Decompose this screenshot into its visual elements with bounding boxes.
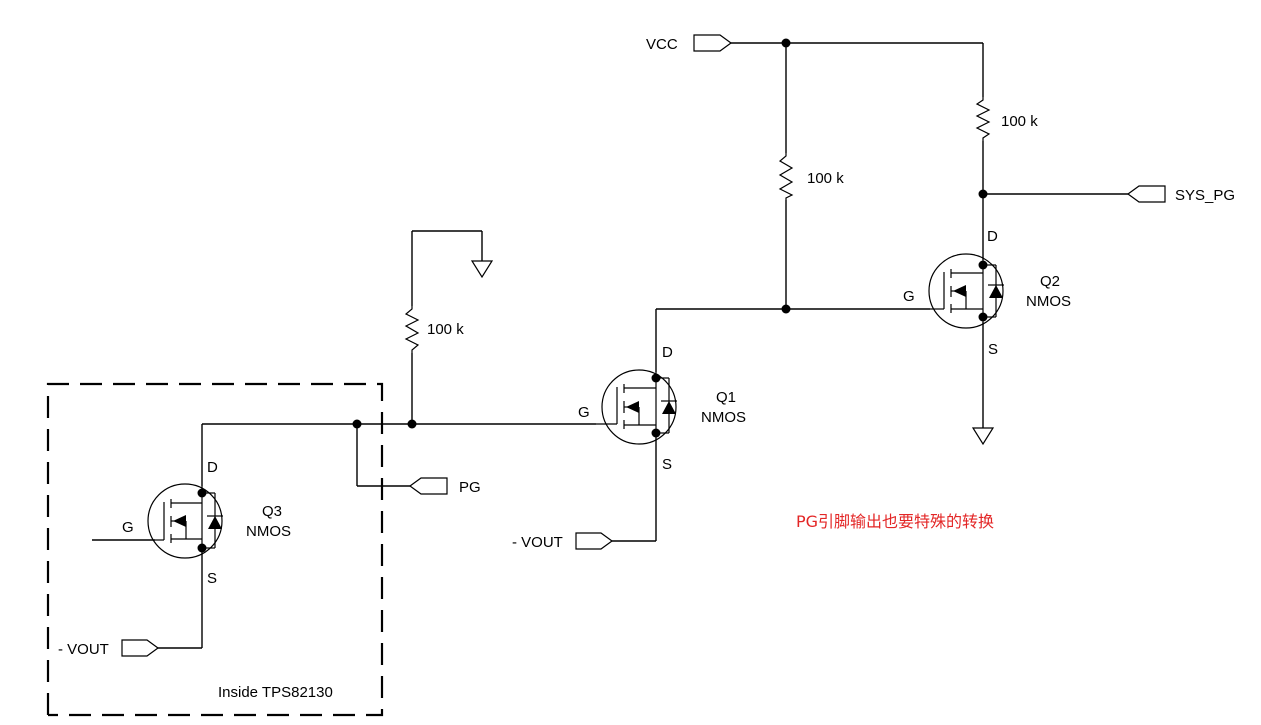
q3-source-label: S <box>207 570 217 587</box>
resistor-r2-value: 100 k <box>1001 113 1038 130</box>
resistor-r3-value: 100 k <box>427 321 464 338</box>
transistor-q1: G D S Q1 NMOS <box>578 344 746 473</box>
q1-name-label: Q1 <box>716 389 736 406</box>
port-pg: PG <box>408 477 481 496</box>
q2-source-label: S <box>988 341 998 358</box>
q3-gate-label: G <box>122 519 134 536</box>
q1-gate-label: G <box>578 404 590 421</box>
resistor-r1: 100 k <box>778 153 844 200</box>
q2-name-label: Q2 <box>1040 273 1060 290</box>
resistor-r1-value: 100 k <box>807 170 844 187</box>
q2-drain-label: D <box>987 228 998 245</box>
ground-symbol-left <box>470 260 494 279</box>
port-sys-pg: SYS_PG <box>1126 185 1235 204</box>
resistor-r3: 100 k <box>404 306 464 353</box>
junction-vcc <box>781 38 791 48</box>
q3-drain-label: D <box>207 459 218 476</box>
vout-q3-label: - VOUT <box>58 641 109 658</box>
transistor-q2: G D S Q2 NMOS <box>903 228 1071 358</box>
junction-q2-gate <box>781 304 791 314</box>
junction-pullup <box>407 419 417 429</box>
port-vcc: VCC <box>646 34 733 53</box>
vcc-label: VCC <box>646 36 678 53</box>
q1-source-label: S <box>662 456 672 473</box>
q1-drain-label: D <box>662 344 673 361</box>
tps82130-boundary <box>46 382 384 717</box>
port-vout-q3: - VOUT <box>58 639 160 658</box>
pg-label: PG <box>459 479 481 496</box>
vout-q1-label: - VOUT <box>512 534 563 551</box>
transistor-q3: G D S Q3 NMOS <box>122 459 291 587</box>
annotation-note: PG引脚输出也要特殊的转换 <box>796 512 994 531</box>
q3-type-label: NMOS <box>246 523 291 540</box>
junction-pg <box>352 419 362 429</box>
junction-sys-pg <box>978 189 988 199</box>
q2-type-label: NMOS <box>1026 293 1071 310</box>
junctions <box>352 38 988 429</box>
q3-name-label: Q3 <box>262 503 282 520</box>
resistor-r2: 100 k <box>975 97 1038 141</box>
ground-symbol-right <box>971 427 995 446</box>
inside-box-label: Inside TPS82130 <box>218 684 333 701</box>
q1-type-label: NMOS <box>701 409 746 426</box>
port-vout-q1: - VOUT <box>512 532 614 551</box>
q2-gate-label: G <box>903 288 915 305</box>
sys-pg-label: SYS_PG <box>1175 187 1235 204</box>
wires <box>92 42 1128 649</box>
